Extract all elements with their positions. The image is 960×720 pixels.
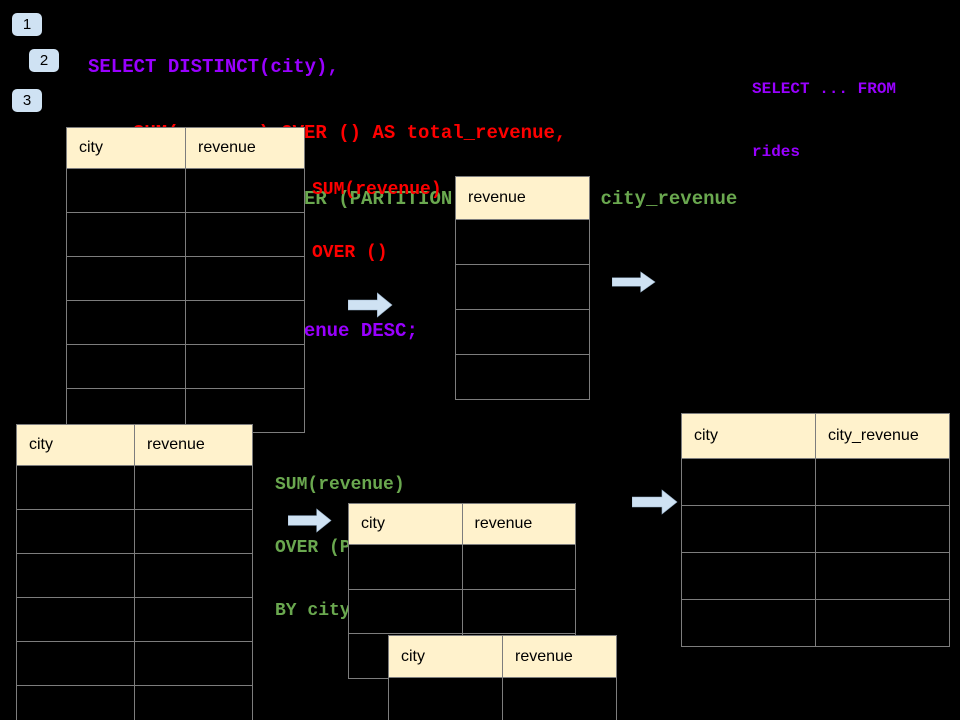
empty-cell <box>502 677 617 720</box>
empty-cell <box>348 544 463 590</box>
table-row <box>66 256 305 301</box>
empty-cell <box>16 597 135 642</box>
empty-cell <box>455 264 590 310</box>
column-header: revenue <box>185 127 305 169</box>
empty-cell <box>185 168 305 213</box>
table-row <box>66 300 305 345</box>
empty-cell <box>16 553 135 598</box>
table-row <box>681 458 950 506</box>
column-header: city <box>66 127 186 169</box>
column-header: city <box>388 635 503 678</box>
empty-cell <box>815 505 950 553</box>
note-line-1: SELECT ... FROM <box>752 80 897 98</box>
empty-cell <box>815 552 950 600</box>
empty-cell <box>815 458 950 506</box>
empty-cell <box>134 641 253 686</box>
empty-cell <box>681 505 816 553</box>
empty-cell <box>455 309 590 355</box>
empty-cell <box>461 544 576 590</box>
column-header: revenue <box>461 503 576 545</box>
total-revenue-result-table: revenue <box>455 176 590 400</box>
empty-cell <box>16 509 135 554</box>
empty-cell <box>185 344 305 389</box>
table-row <box>16 553 253 598</box>
table-row <box>16 465 253 510</box>
schematic-table: revenue <box>455 176 590 400</box>
empty-cell <box>185 256 305 301</box>
empty-cell <box>681 458 816 506</box>
column-header: city_revenue <box>815 413 950 459</box>
empty-cell <box>66 300 186 345</box>
flow-arrow-icon <box>348 292 393 318</box>
empty-cell <box>388 677 503 720</box>
table-row <box>16 641 253 686</box>
empty-cell <box>16 685 135 720</box>
annotation-line: OVER () <box>312 243 388 263</box>
annotation-line: SUM(revenue) <box>275 475 405 495</box>
table-row <box>681 599 950 647</box>
total-revenue-annotation: SUM(revenue) OVER () <box>312 138 442 306</box>
table-row <box>348 588 576 634</box>
empty-cell <box>455 219 590 265</box>
column-header: revenue <box>455 176 590 220</box>
empty-cell <box>16 465 135 510</box>
empty-cell <box>461 588 576 634</box>
column-header: city <box>16 424 135 466</box>
empty-cell <box>681 552 816 600</box>
annotation-line: BY city) <box>275 601 362 621</box>
empty-cell <box>815 599 950 647</box>
empty-cell <box>185 300 305 345</box>
step-badge-1: 1 <box>12 13 42 36</box>
column-header: city <box>681 413 816 459</box>
table-row <box>16 597 253 642</box>
column-header: revenue <box>502 635 617 678</box>
note-line-2: rides <box>752 143 801 161</box>
empty-cell <box>134 597 253 642</box>
annotation-line: SUM(revenue) <box>312 180 442 200</box>
step-badge-3: 3 <box>12 89 42 112</box>
empty-cell <box>185 212 305 257</box>
table-row <box>455 219 590 265</box>
table-row <box>348 544 576 590</box>
table-row <box>16 685 253 720</box>
column-header: city <box>348 503 463 545</box>
flow-arrow-icon <box>612 271 656 293</box>
empty-cell <box>134 509 253 554</box>
empty-cell <box>66 168 186 213</box>
empty-cell <box>134 553 253 598</box>
table-row <box>455 354 590 400</box>
empty-cell <box>134 465 253 510</box>
column-header: revenue <box>134 424 253 466</box>
flow-arrow-icon <box>632 489 678 515</box>
table-row <box>66 344 305 389</box>
table-row <box>66 168 305 213</box>
empty-cell <box>66 212 186 257</box>
empty-cell <box>455 354 590 400</box>
sql-line-select: SELECT DISTINCT(city), <box>88 56 339 78</box>
flow-arrow-icon <box>288 508 332 533</box>
empty-cell <box>16 641 135 686</box>
table-row <box>681 505 950 553</box>
empty-cell <box>66 344 186 389</box>
empty-cell <box>681 599 816 647</box>
select-from-rides-note: SELECT ... FROM rides <box>752 37 896 205</box>
table-row <box>455 264 590 310</box>
table-row <box>16 509 253 554</box>
empty-cell <box>66 256 186 301</box>
table-row <box>388 677 617 720</box>
step-badge-2: 2 <box>29 49 59 72</box>
empty-cell <box>348 588 463 634</box>
table-row <box>66 212 305 257</box>
table-row <box>455 309 590 355</box>
table-row <box>681 552 950 600</box>
empty-cell <box>134 685 253 720</box>
